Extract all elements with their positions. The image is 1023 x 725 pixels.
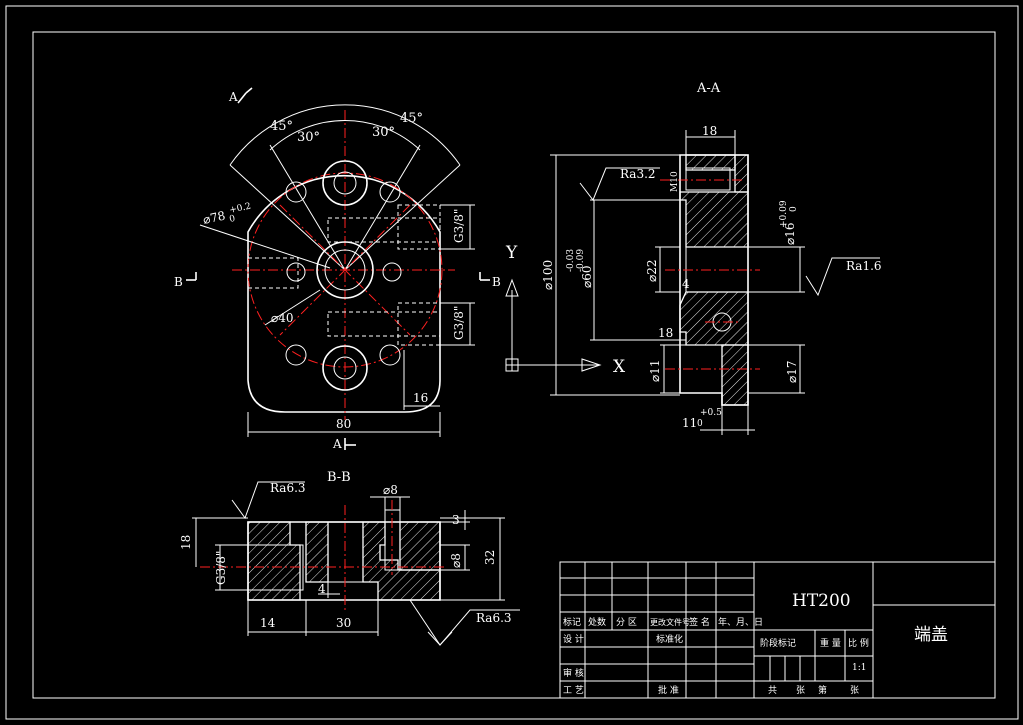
aa-roughness-right: Ra1.6 — [846, 259, 882, 273]
bb-roughness-bottom: Ra6.3 — [476, 611, 512, 625]
bb-dim-8-top: ⌀8 — [383, 483, 398, 497]
aa-dim-11: ⌀11 — [648, 360, 662, 383]
outer-frame — [5, 5, 1019, 720]
aa-dim-16-tol2: 0 — [789, 206, 799, 212]
bb-dim-8-side: ⌀8 — [449, 553, 463, 568]
tb-sheet: 张 — [850, 685, 859, 696]
title-material: HT200 — [792, 591, 851, 611]
section-mark-b-left: B — [174, 275, 183, 289]
tb-standardize: 标准化 — [656, 633, 683, 645]
central-bore-inner — [324, 249, 366, 291]
aa-dim-16-hole: ⌀16 — [783, 223, 797, 246]
thread-top: G3/8" — [452, 209, 466, 243]
angle-45-left: 45° — [270, 119, 293, 134]
tb-stage-mark: 阶段标记 — [760, 637, 796, 649]
aa-dim-22: ⌀22 — [645, 260, 659, 283]
aa-roughness-top: Ra3.2 — [620, 167, 656, 181]
front-view: A B B A 45° 30° 30° 45° ⌀78 +0.2 0 ⌀40 G… — [174, 87, 501, 451]
aa-dim-16-tol: +0.09 — [779, 200, 789, 228]
title-scale: 1:1 — [852, 663, 866, 673]
ucs-axes: Y X — [505, 243, 626, 377]
angle-30-right: 30° — [372, 125, 395, 140]
axis-y-label: Y — [505, 243, 518, 263]
tb-ratio: 比 例 — [848, 637, 869, 649]
aa-dim-11-tol2: 0 — [697, 419, 703, 429]
tb-design: 设 计 — [563, 633, 584, 645]
tb-no: 第 — [818, 684, 827, 696]
aa-dim-17: ⌀17 — [785, 361, 799, 384]
dim-bolt-circle: ⌀78 — [202, 209, 227, 227]
dim-bolt-circle-tol: +0.2 — [229, 202, 252, 216]
title-part-name: 端盖 — [914, 625, 948, 645]
section-mark-b-right: B — [492, 275, 501, 289]
roughness-symbol-aa-right — [805, 257, 880, 297]
section-aa-view: A-A — [541, 81, 882, 435]
inner-frame — [32, 31, 996, 699]
hdr-mark: 标记 — [563, 616, 581, 628]
aa-dim-11-tol: +0.5 — [700, 408, 722, 418]
aa-dim-18-mid: 18 — [658, 326, 673, 340]
tb-sheets: 张 — [796, 685, 805, 696]
front-outline — [247, 174, 441, 413]
hdr-sign: 签 名 — [689, 616, 710, 628]
bb-dim-32: 32 — [483, 550, 497, 565]
hdr-count: 处数 — [588, 616, 606, 628]
roughness-symbol-aa-top — [579, 167, 660, 201]
bb-dim-18: 18 — [179, 535, 193, 550]
tb-total: 共 — [768, 685, 777, 696]
tb-weight: 重 量 — [820, 637, 841, 649]
tb-approve: 批 准 — [658, 684, 679, 696]
section-mark-a-bottom: A — [332, 437, 342, 451]
tb-process: 工 艺 — [563, 685, 584, 696]
roughness-symbol-bb-top — [231, 481, 305, 520]
bb-roughness-top: Ra6.3 — [270, 481, 306, 495]
section-mark-a: A — [228, 90, 238, 104]
aa-dim-18-top: 18 — [702, 124, 717, 138]
roughness-symbol-bb-bottom — [409, 599, 520, 646]
bb-dim-14: 14 — [260, 616, 276, 630]
aa-thread-m10: M10 — [670, 171, 680, 192]
aa-dim-4: 4 — [682, 277, 690, 291]
angle-45-right: 45° — [400, 111, 423, 126]
hdr-zone: 分 区 — [616, 617, 637, 628]
thread-bottom: G3/8" — [452, 306, 466, 340]
hdr-change-doc: 更改文件号 — [650, 617, 690, 627]
section-aa-title: A-A — [696, 81, 721, 96]
hdr-date: 年、月、日 — [718, 616, 763, 628]
section-bb-title: B-B — [327, 470, 351, 485]
dim-80: 80 — [336, 417, 351, 431]
section-bb-view: B-B Ra6.3 — [179, 470, 520, 646]
dim-bolt-circle-tol2: 0 — [229, 214, 237, 225]
aa-dim-11-bottom: 11 — [682, 416, 697, 430]
tb-review: 审 核 — [563, 667, 584, 679]
axis-x-label: X — [613, 357, 626, 377]
bb-dim-30: 30 — [336, 616, 351, 630]
aa-dim-60-tol: -0.03 — [566, 249, 576, 272]
bb-dim-3: 3 — [452, 513, 460, 527]
bb-thread: G3/8" — [214, 551, 228, 585]
angle-30-left: 30° — [297, 130, 320, 145]
dim-bore: ⌀40 — [271, 311, 294, 325]
pitch-circle — [247, 172, 443, 368]
aa-dim-60-tol2: -0.09 — [576, 249, 586, 272]
bb-dim-4: 4 — [318, 582, 326, 596]
aa-dim-60: ⌀60 — [580, 266, 594, 289]
angle-arc — [229, 104, 461, 166]
aa-dim-100: ⌀100 — [541, 260, 555, 290]
title-block: HT200 端盖 1:1 标记 处数 分 区 更改文件号 签 名 年、月、日 设… — [559, 561, 996, 699]
dim-16: 16 — [413, 391, 428, 405]
